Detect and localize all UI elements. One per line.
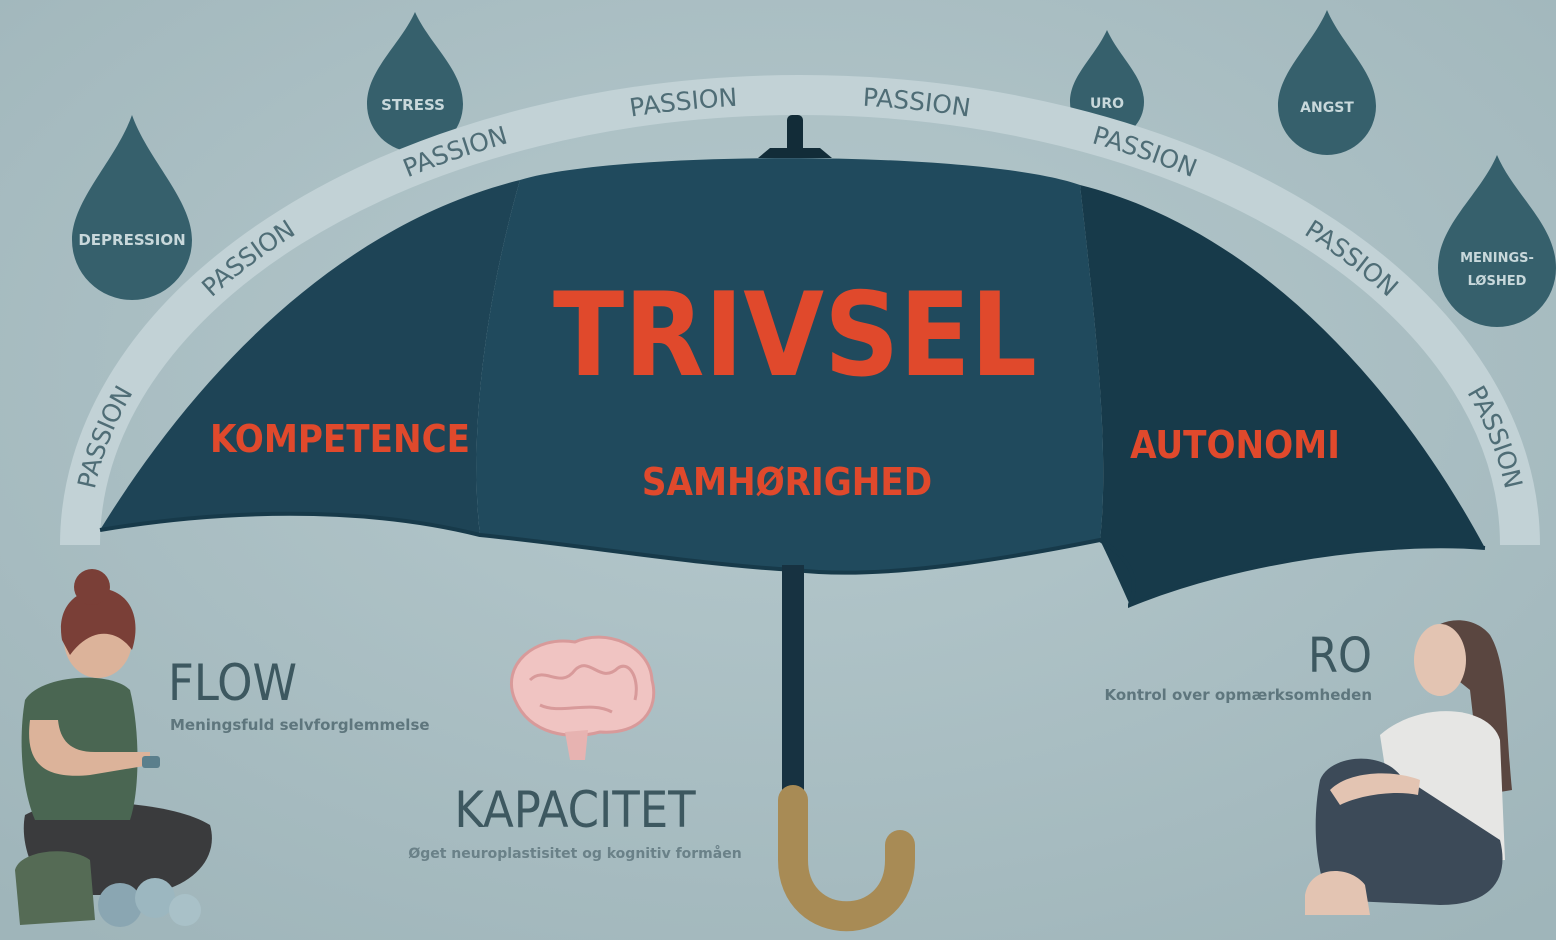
flow-title: FLOW: [168, 654, 297, 712]
drop-label-angst: ANGST: [1300, 100, 1354, 116]
yarn-ball: [98, 883, 142, 927]
drop-label-depression: DEPRESSION: [78, 231, 185, 249]
drop-angst: ANGST: [1278, 10, 1376, 155]
figure-hair: [60, 589, 136, 655]
brain-stem: [565, 730, 588, 760]
yarn-ball: [135, 878, 175, 918]
ro-figure: [1305, 620, 1512, 915]
canopy-panel-center: [476, 158, 1104, 573]
title-trivsel: TRIVSEL: [553, 268, 1037, 403]
figure-arm: [29, 720, 150, 776]
kapacitet-subtitle: Øget neuroplastisitet og kognitiv formåe…: [408, 845, 741, 862]
figure-head: [1414, 624, 1466, 696]
yarn-ball: [169, 894, 201, 926]
label-autonomi: AUTONOMI: [1130, 423, 1340, 467]
brain-shape: [509, 635, 656, 737]
raindrop-icon: [367, 12, 463, 152]
flow-subtitle: Meningsfuld selvforglemmelse: [170, 716, 430, 734]
figure-hair-bun: [74, 569, 110, 605]
drop-stress: STRESS: [367, 12, 463, 152]
drop-uro: URO: [1070, 30, 1144, 139]
umbrella-canopy: [99, 115, 1486, 608]
canopy-panel-left: [100, 180, 520, 535]
drop-depression: DEPRESSION: [72, 115, 192, 300]
canopy-scallop-edge: [99, 511, 1486, 608]
umbrella-shaft: [782, 565, 804, 815]
figure-feet: [1305, 871, 1370, 915]
umbrella-tip: [787, 115, 803, 157]
umbrella-crown: [758, 148, 832, 158]
kapacitet-title: KAPACITET: [454, 781, 696, 839]
brain-folds: [528, 664, 638, 714]
raindrop-icon: [72, 115, 192, 300]
canopy-panel-right: [1080, 185, 1485, 605]
raindrop-icon: [1438, 155, 1556, 327]
brain-icon: [509, 635, 656, 760]
drop-label-meningsloshed-2: LØSHED: [1468, 274, 1527, 289]
figure-arm: [1330, 773, 1420, 805]
passion-rim-band: [60, 75, 1540, 546]
drop-label-uro: URO: [1090, 96, 1124, 112]
ro-title: RO: [1308, 628, 1372, 684]
label-samhorighed: SAMHØRIGHED: [642, 460, 932, 504]
label-kompetence: KOMPETENCE: [210, 417, 470, 461]
flow-figure: [15, 569, 212, 927]
raindrop-icon: [1070, 30, 1144, 139]
drop-meningsloshed: MENINGS- LØSHED: [1438, 155, 1556, 327]
figure-shirt: [21, 677, 138, 820]
drop-label-meningsloshed-1: MENINGS-: [1460, 251, 1534, 266]
drop-label-stress: STRESS: [381, 96, 445, 114]
figure-boots: [15, 851, 95, 925]
ro-subtitle: Kontrol over opmærksomheden: [1104, 686, 1372, 704]
knitting-needles: [142, 756, 160, 768]
umbrella-handle: [778, 785, 915, 932]
raindrop-icon: [1278, 10, 1376, 155]
